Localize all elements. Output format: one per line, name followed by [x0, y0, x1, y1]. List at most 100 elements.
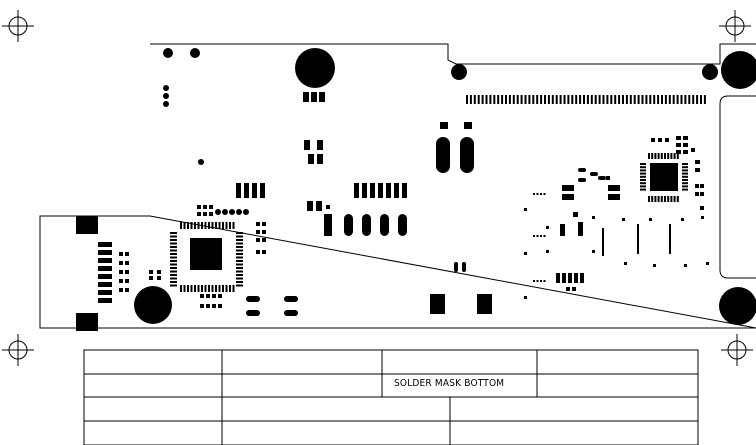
ic-pin: [667, 153, 670, 159]
ic-pin: [194, 222, 196, 229]
smd-pad: [683, 136, 688, 140]
smd-pad: [206, 304, 210, 308]
connector-pin: [696, 95, 699, 104]
smd-pad: [533, 193, 535, 195]
smd-pad: [580, 273, 584, 283]
smd-pad: [536, 193, 539, 195]
smd-pad: [119, 252, 123, 256]
ic-pin: [215, 222, 217, 229]
oval-pad: [246, 310, 260, 316]
smd-pad: [125, 288, 129, 292]
ic-pin: [187, 222, 189, 229]
ic-pin: [208, 222, 210, 229]
connector-pin: [473, 95, 476, 104]
ic-pin: [657, 153, 660, 159]
smd-pad: [700, 184, 704, 188]
smd-pad: [119, 270, 123, 274]
smd-pad: [149, 276, 153, 280]
connector-pin: [563, 95, 566, 104]
connector-pin: [614, 95, 617, 104]
smd-pad: [218, 304, 222, 308]
smd-pad: [157, 276, 161, 280]
smd-pad: [440, 122, 448, 129]
ic-pin: [170, 284, 177, 287]
ic-pin: [170, 281, 177, 283]
connector-pin: [692, 95, 695, 104]
registration-mark-bottom-right: [721, 334, 753, 366]
connector-pin: [98, 298, 112, 303]
connector-pin: [598, 95, 601, 104]
ic-pin: [676, 196, 679, 202]
smd-pad: [568, 273, 572, 283]
registration-mark-bottom-left: [2, 334, 34, 366]
smd-pad: [562, 273, 566, 283]
ic-pin: [170, 253, 177, 255]
smd-pad: [533, 280, 535, 282]
solder-mask-openings: [76, 48, 756, 331]
ic-pin: [170, 260, 177, 262]
smd-pad: [402, 183, 407, 198]
ic-pin: [660, 196, 663, 202]
connector-pin: [637, 95, 640, 104]
smd-pad: [524, 208, 527, 211]
via-pad: [163, 93, 169, 99]
smd-pad: [556, 273, 560, 283]
connector-pin: [520, 95, 523, 104]
ic-pin: [190, 285, 193, 292]
connector-pin: [676, 95, 679, 104]
smd-pad: [665, 138, 669, 142]
oval-pad: [284, 296, 298, 302]
ic-pin: [682, 175, 688, 178]
board-outline: [39, 43, 756, 329]
connector-pin: [575, 95, 578, 104]
oval-pad: [460, 137, 474, 173]
connector-pin: [680, 95, 683, 104]
smd-pad: [543, 280, 546, 282]
smd-pad: [157, 270, 161, 274]
ic-pin: [648, 153, 650, 159]
ic-pin: [236, 232, 243, 234]
ic-pin: [682, 185, 688, 188]
ic-pin: [654, 196, 657, 202]
connector-pin: [501, 95, 504, 104]
smd-pad: [119, 288, 123, 292]
ic-pin: [651, 153, 654, 159]
ic-pin: [236, 235, 243, 238]
ic-pin: [670, 153, 673, 159]
connector-pin: [481, 95, 484, 104]
connector-pin: [567, 95, 570, 104]
smd-pad: [307, 201, 313, 211]
connector-pin: [571, 95, 574, 104]
connector-pin: [536, 95, 539, 104]
oval-pad: [598, 176, 606, 180]
smd-pad: [546, 250, 549, 253]
ic-pin: [682, 172, 688, 175]
smd-pad: [262, 238, 266, 242]
connector-pin: [532, 95, 535, 104]
smd-pad: [200, 304, 204, 308]
oval-pad: [436, 137, 450, 173]
smd-pad: [464, 122, 472, 129]
smd-pad: [683, 143, 688, 147]
ic-pin: [664, 196, 666, 202]
mounting-hole: [134, 286, 172, 324]
connector-pin: [544, 95, 546, 104]
smd-pad: [209, 205, 213, 209]
ic-pin: [170, 246, 177, 248]
smd-pad: [206, 294, 210, 298]
smd-pad: [316, 201, 322, 211]
connector-pin: [508, 95, 511, 104]
oval-pad: [380, 214, 389, 236]
connector-pin: [469, 95, 472, 104]
smd-pad: [536, 280, 539, 282]
smd-pad: [562, 194, 574, 200]
ic-pin: [211, 285, 214, 292]
ic-pin: [229, 285, 231, 292]
ic-pin: [170, 274, 177, 276]
smd-pad: [125, 270, 129, 274]
ic-pin: [170, 256, 177, 259]
via-pad: [243, 209, 249, 215]
trace-pad: [637, 224, 639, 254]
via-pad: [215, 209, 221, 215]
smd-pad: [540, 280, 542, 282]
